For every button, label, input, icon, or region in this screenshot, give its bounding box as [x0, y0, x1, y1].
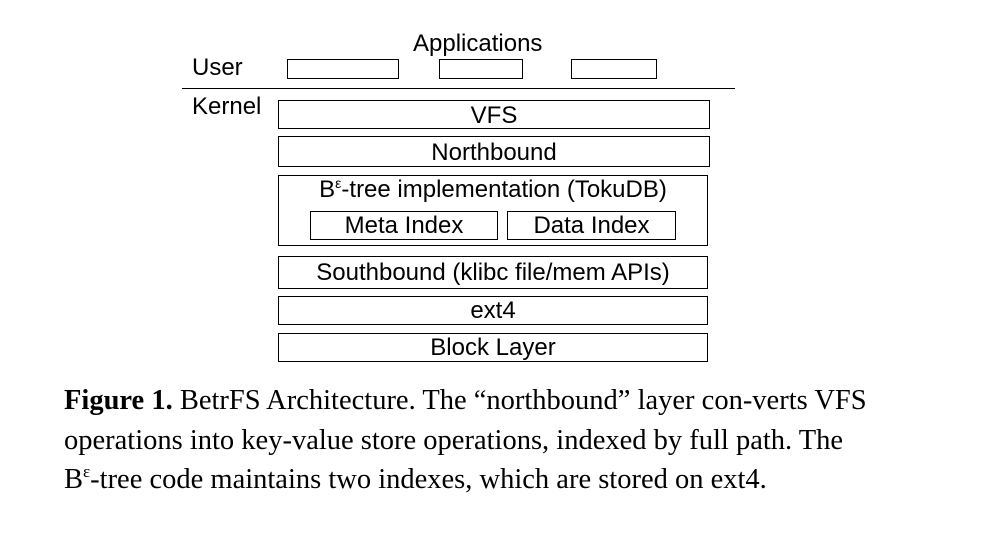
- data-index-box: Data Index: [507, 211, 676, 240]
- caption-text-2: -tree code maintains two indexes, which …: [90, 464, 767, 495]
- betree-label-rest: -tree implementation (TokuDB): [341, 176, 667, 203]
- meta-index-label: Meta Index: [344, 212, 464, 239]
- betree-label-epsilon: ε: [335, 175, 342, 191]
- vfs-label: VFS: [470, 102, 518, 129]
- southbound-label: Southbound (klibc file/mem APIs): [316, 259, 670, 286]
- betree-layer: Bε-tree implementation (TokuDB) Meta Ind…: [278, 175, 708, 246]
- figure-label: Figure 1.: [64, 385, 173, 416]
- user-kernel-divider: [182, 88, 735, 89]
- ext4-layer: ext4: [278, 296, 708, 325]
- application-box-3: [571, 59, 657, 79]
- block-layer-label: Block Layer: [430, 334, 556, 361]
- user-label: User: [192, 54, 243, 81]
- ext4-label: ext4: [470, 297, 516, 324]
- betree-label: Bε-tree implementation (TokuDB): [279, 175, 707, 203]
- data-index-label: Data Index: [533, 212, 650, 239]
- vfs-layer: VFS: [278, 100, 710, 129]
- northbound-layer: Northbound: [278, 136, 710, 167]
- block-layer: Block Layer: [278, 333, 708, 362]
- application-box-2: [439, 59, 523, 79]
- northbound-label: Northbound: [431, 139, 557, 166]
- applications-label: Applications: [413, 30, 543, 57]
- caption-epsilon: ε: [83, 462, 91, 481]
- caption-text-1: BetrFS Architecture. The “northbound” la…: [64, 385, 867, 495]
- southbound-layer: Southbound (klibc file/mem APIs): [278, 256, 708, 289]
- meta-index-box: Meta Index: [310, 211, 498, 240]
- application-box-1: [287, 59, 399, 79]
- figure-caption: Figure 1. BetrFS Architecture. The “nort…: [64, 381, 884, 500]
- kernel-label: Kernel: [192, 93, 262, 120]
- betree-label-base: B: [319, 176, 336, 203]
